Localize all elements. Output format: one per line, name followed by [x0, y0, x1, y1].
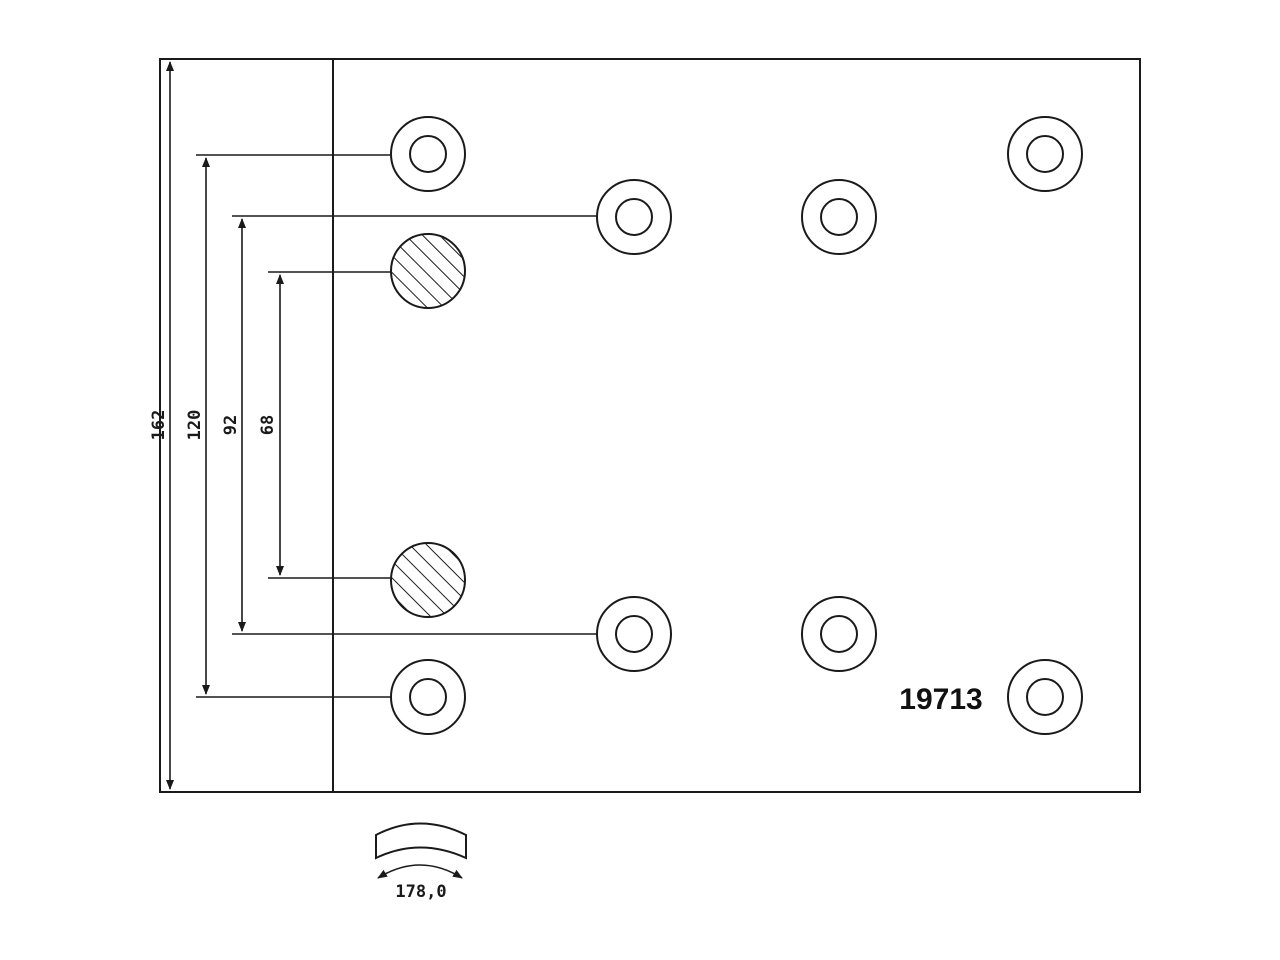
dim-label-120: 120	[185, 410, 205, 441]
rivet-hole-5	[801, 179, 877, 255]
hatched-pin-bottom	[390, 542, 466, 618]
curvature-symbol: 178,0	[375, 822, 467, 902]
rivet-hole-7	[1007, 116, 1083, 192]
rivet-hole-1	[390, 116, 466, 192]
rivet-hole-3	[596, 179, 672, 255]
dim-label-162: 162	[149, 410, 169, 441]
rivet-hole-8	[1007, 659, 1083, 735]
part-number: 19713	[899, 683, 982, 716]
hatched-pin-top	[390, 233, 466, 309]
rivet-hole-4	[596, 596, 672, 672]
dim-label-92: 92	[221, 415, 241, 435]
arc-width-label: 178,0	[395, 882, 446, 902]
rivet-hole-6	[801, 596, 877, 672]
dim-label-68: 68	[258, 415, 278, 435]
rivet-hole-2	[390, 659, 466, 735]
lining-outline	[159, 58, 1141, 793]
